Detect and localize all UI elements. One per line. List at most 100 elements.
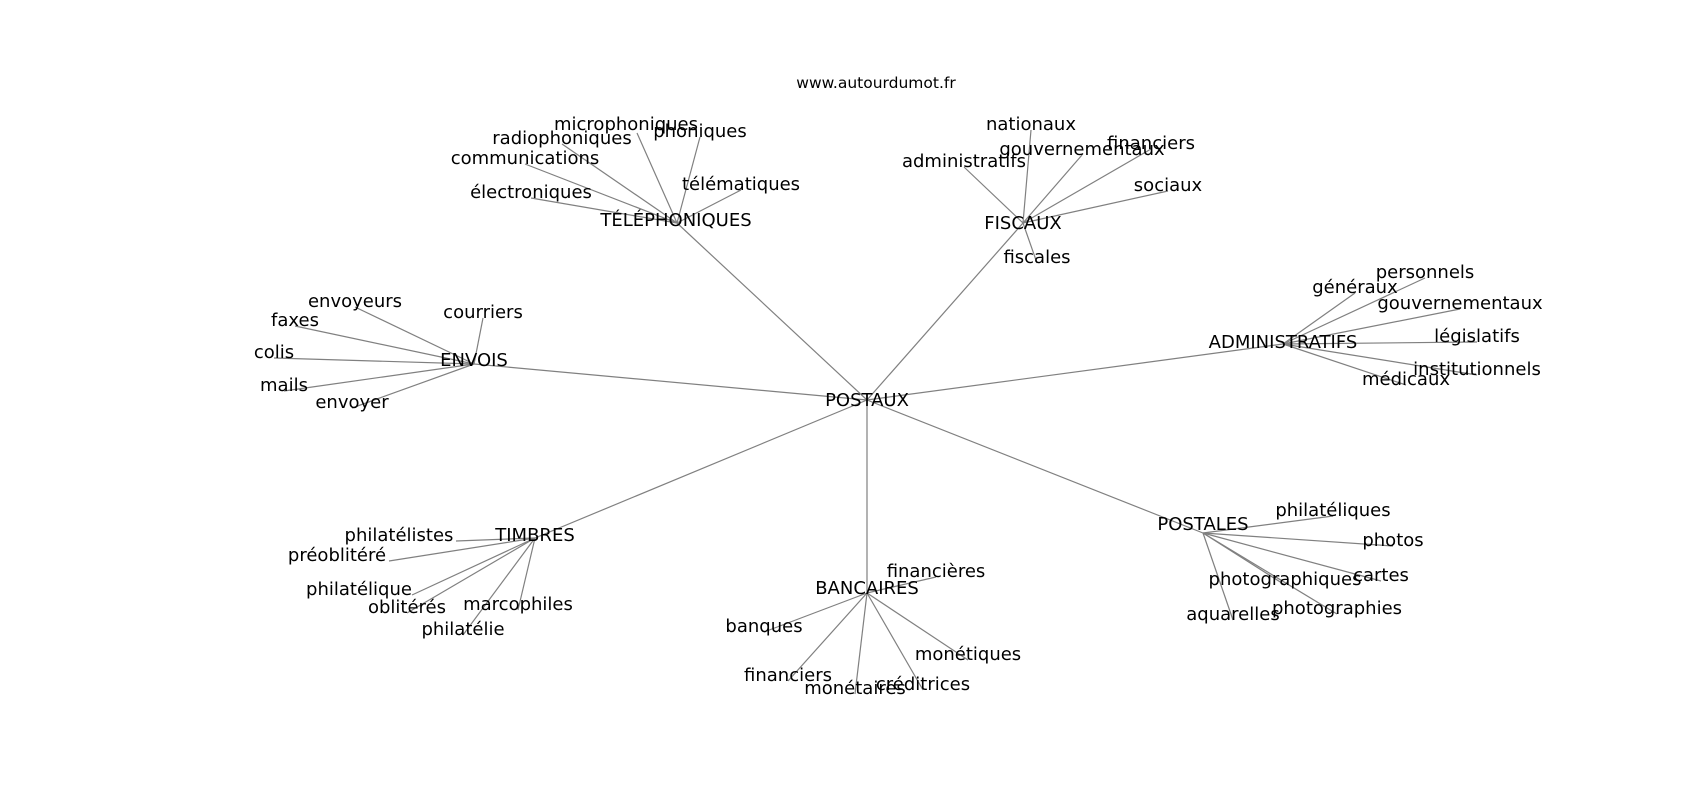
edge-center-timbres	[534, 399, 868, 539]
word-node[interactable]: banques	[725, 616, 802, 637]
word-node[interactable]: préoblitéré	[288, 545, 386, 566]
edge-administratifs-word	[1282, 292, 1356, 345]
word-node[interactable]: philatélistes	[345, 525, 454, 546]
edge-fiscaux-word	[1022, 190, 1169, 224]
edge-postales-word	[1202, 532, 1394, 547]
edge-center-envois	[473, 363, 868, 401]
edge-timbres-word	[388, 537, 536, 562]
edge-center-telephoniques	[676, 222, 868, 401]
word-node[interactable]: colis	[254, 342, 294, 363]
word-node[interactable]: mails	[260, 375, 308, 396]
word-node[interactable]: personnels	[1376, 262, 1475, 283]
edge-administratifs-word	[1282, 343, 1407, 386]
edge-telephoniques-word	[530, 197, 678, 224]
edge-timbres-word	[411, 537, 536, 596]
group-node-telephoniques[interactable]: TÉLÉPHONIQUES	[599, 209, 751, 231]
word-node[interactable]: marcophiles	[463, 594, 573, 615]
edge-timbres-word	[455, 537, 536, 542]
word-node[interactable]: législatifs	[1434, 326, 1520, 347]
edge-postales-word	[1202, 532, 1234, 621]
edge-telephoniques-word	[636, 132, 678, 224]
edge-telephoniques-word	[676, 136, 701, 224]
edge-timbres-word	[517, 537, 536, 611]
center-node[interactable]: POSTAUX	[825, 390, 909, 411]
group-node-fiscaux[interactable]: FISCAUX	[984, 213, 1061, 234]
word-node[interactable]: monétaires	[804, 678, 906, 699]
word-node[interactable]: courriers	[443, 302, 523, 323]
word-node[interactable]: financières	[887, 561, 986, 582]
word-node[interactable]: philatéliques	[1275, 500, 1390, 521]
edge-fiscaux-word	[963, 166, 1024, 224]
edges-layer	[273, 129, 1478, 695]
edge-fiscaux-word	[1022, 154, 1083, 224]
edge-postales-word	[1202, 532, 1338, 615]
edge-center-postales	[866, 399, 1204, 534]
word-node[interactable]: envoyeurs	[308, 291, 402, 312]
edge-center-fiscaux	[866, 222, 1024, 401]
word-node[interactable]: philatélique	[306, 579, 412, 600]
word-node[interactable]: sociaux	[1134, 175, 1203, 196]
edge-telephoniques-word	[524, 163, 678, 224]
word-node[interactable]: oblitérés	[368, 597, 446, 618]
edge-bancaires-word	[763, 592, 868, 633]
word-node[interactable]: philatélie	[421, 619, 504, 640]
group-node-administratifs[interactable]: ADMINISTRATIFS	[1209, 332, 1358, 353]
word-node[interactable]: financiers	[744, 665, 832, 686]
group-node-timbres[interactable]: TIMBRES	[494, 525, 575, 546]
edge-bancaires-word	[787, 592, 868, 682]
word-node[interactable]: financiers	[1107, 133, 1195, 154]
edge-fiscaux-word	[1022, 148, 1152, 224]
edge-postales-word	[1202, 515, 1334, 534]
group-node-postales[interactable]: POSTALES	[1157, 514, 1248, 535]
word-node[interactable]: nationaux	[986, 114, 1076, 135]
edge-timbres-word	[406, 537, 536, 614]
edge-administratifs-word	[1282, 343, 1478, 376]
word-node[interactable]: médicaux	[1362, 369, 1450, 390]
word-node[interactable]: institutionnels	[1413, 359, 1541, 380]
edge-envois-word	[283, 363, 475, 392]
word-node[interactable]: créditrices	[876, 674, 970, 695]
group-node-envois[interactable]: ENVOIS	[440, 350, 508, 371]
word-node[interactable]: microphoniques	[554, 114, 698, 135]
edge-bancaires-word	[854, 592, 868, 695]
edge-envois-word	[354, 306, 475, 365]
edge-envois-word	[351, 363, 475, 409]
edge-timbres-word	[462, 537, 536, 636]
word-node[interactable]: photos	[1362, 530, 1423, 551]
edge-envois-word	[294, 325, 475, 365]
word-node[interactable]: envoyer	[315, 392, 389, 413]
edge-administratifs-word	[1282, 341, 1478, 345]
word-node[interactable]: gouvernementaux	[999, 139, 1165, 160]
word-node[interactable]: monétiques	[915, 644, 1021, 665]
edge-postales-word	[1202, 532, 1382, 582]
edge-envois-word	[273, 357, 475, 365]
edge-bancaires-word	[866, 592, 969, 661]
word-node[interactable]: communications	[451, 148, 600, 169]
edge-bancaires-word	[866, 576, 937, 594]
edge-bancaires-word	[866, 592, 924, 691]
word-node[interactable]: généraux	[1312, 277, 1398, 298]
word-node[interactable]: cartes	[1353, 565, 1409, 586]
word-node[interactable]: électroniques	[470, 182, 592, 203]
edge-center-administratifs	[866, 343, 1284, 401]
group-node-bancaires[interactable]: BANCAIRES	[815, 578, 919, 599]
edge-telephoniques-word	[676, 189, 742, 224]
word-node[interactable]: administratifs	[902, 151, 1026, 172]
word-node[interactable]: gouvernementaux	[1377, 293, 1543, 314]
word-node[interactable]: photographies	[1272, 598, 1402, 619]
word-node[interactable]: télématiques	[682, 174, 800, 195]
word-node[interactable]: phoniques	[653, 121, 747, 142]
word-node[interactable]: photographiques	[1209, 569, 1362, 590]
word-node[interactable]: aquarelles	[1186, 604, 1279, 625]
edge-telephoniques-word	[561, 143, 678, 224]
word-node[interactable]: radiophoniques	[492, 128, 631, 149]
word-node[interactable]: faxes	[271, 310, 319, 331]
word-node[interactable]: fiscales	[1003, 247, 1070, 268]
edge-envois-word	[473, 317, 484, 365]
edge-fiscaux-word	[1022, 222, 1038, 264]
edge-fiscaux-word	[1022, 129, 1032, 224]
edge-administratifs-word	[1282, 308, 1461, 345]
